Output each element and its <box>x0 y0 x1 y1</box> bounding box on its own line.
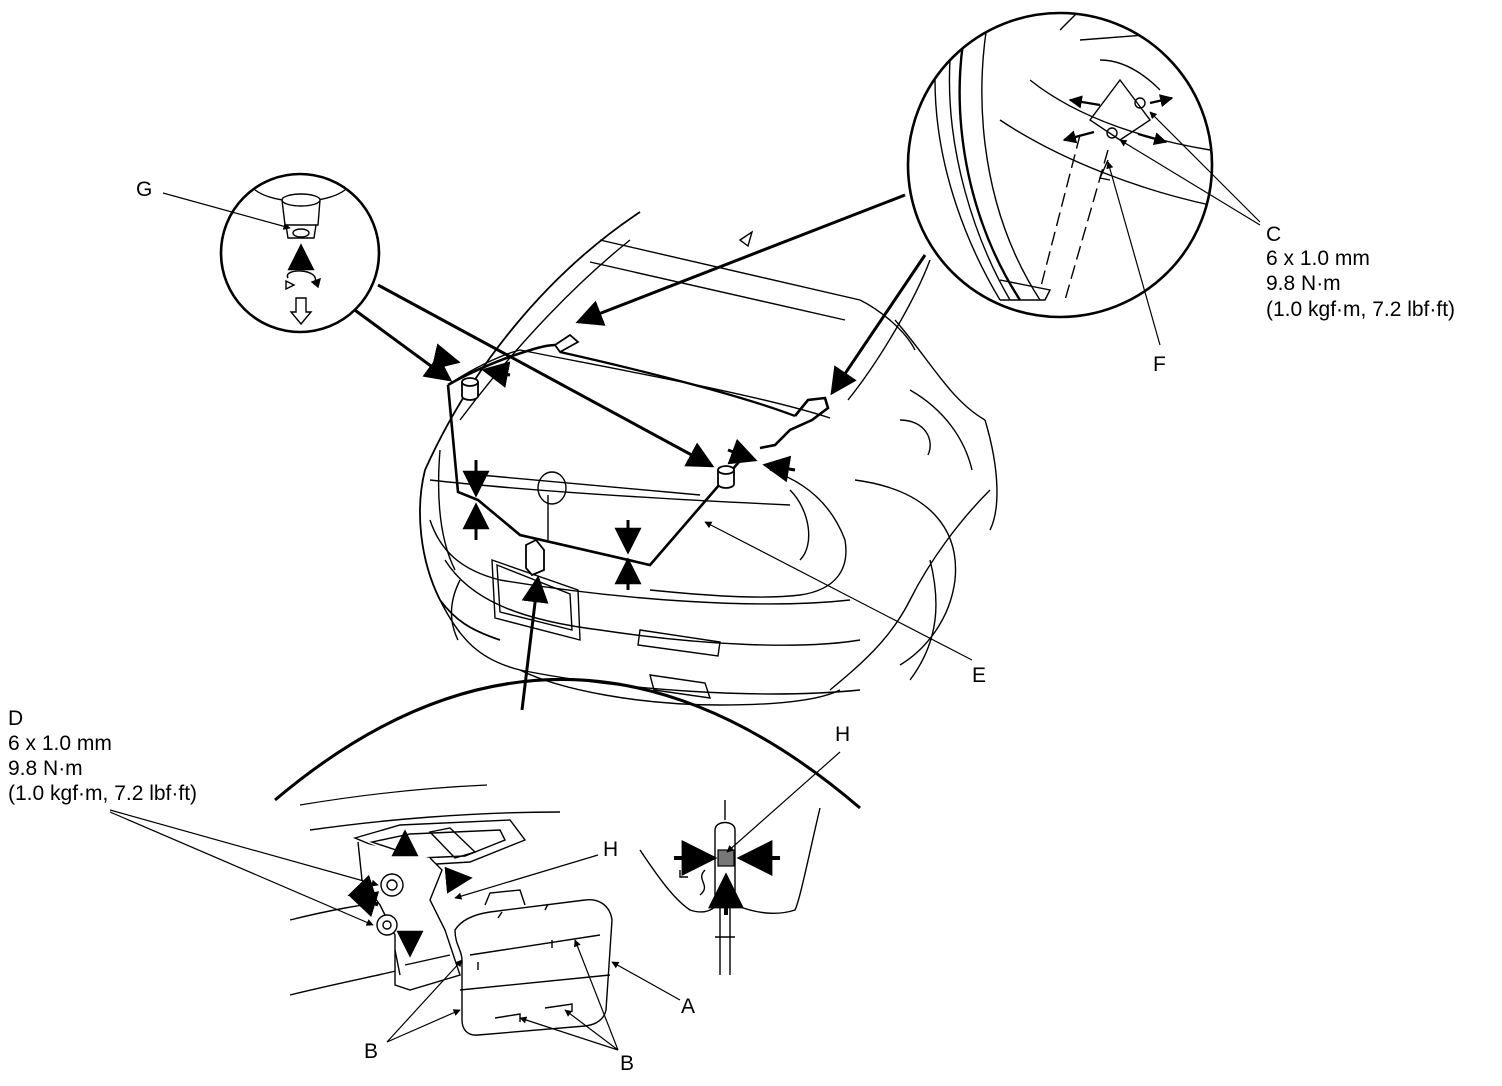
label-d-torque: 9.8 N·m <box>8 757 83 780</box>
label-h-right: H <box>835 723 851 746</box>
car-body <box>419 211 998 706</box>
detail-c-bolts <box>906 11 1214 319</box>
label-d-size: 6 x 1.0 mm <box>8 732 112 755</box>
label-b-right: B <box>620 1052 635 1075</box>
label-d-torque-alt: (1.0 kgf·m, 7.2 lbf·ft) <box>8 782 198 805</box>
label-d-letter: D <box>8 707 24 730</box>
detail-leader-lines <box>351 193 927 711</box>
label-h-left: H <box>603 838 619 861</box>
panel-push-arrows <box>431 343 796 590</box>
detail-g-clip <box>219 172 381 334</box>
cover-location <box>525 538 545 577</box>
label-b-left: B <box>364 1040 379 1063</box>
label-c-size: 6 x 1.0 mm <box>1266 247 1370 270</box>
label-leaders <box>109 111 1261 1051</box>
label-a: A <box>681 995 696 1018</box>
label-c-torque: 9.8 N·m <box>1266 272 1341 295</box>
trunk-trim-panel-outline <box>446 333 830 567</box>
label-f: F <box>1153 353 1166 376</box>
label-c-torque-alt: (1.0 kgf·m, 7.2 lbf·ft) <box>1266 298 1456 321</box>
label-e: E <box>972 664 987 687</box>
clip-g-location-left <box>461 377 479 401</box>
label-g: G <box>136 178 153 201</box>
detail-d-cover <box>274 678 861 1036</box>
label-c-letter: C <box>1266 223 1282 246</box>
clip-g-location-right <box>717 465 735 489</box>
